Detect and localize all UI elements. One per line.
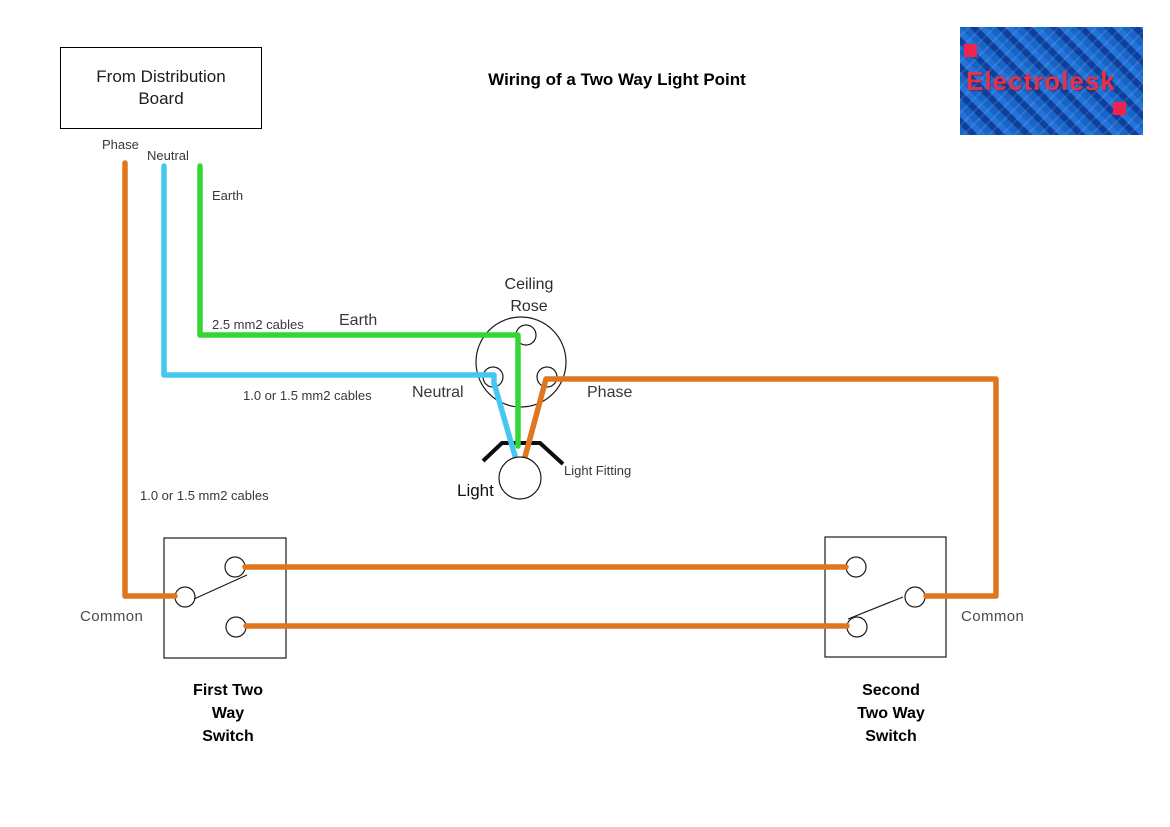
first-switch-lever — [193, 574, 248, 600]
second-switch-bottom-terminal — [846, 616, 868, 638]
first-switch-common-terminal — [174, 586, 196, 608]
logo-brand-text: Electrolesk — [966, 66, 1116, 96]
phase-wire-board-to-first-switch — [122, 160, 178, 599]
first-switch-caption: First Two Way Switch — [193, 679, 263, 748]
supply-phase-label: Phase — [102, 137, 139, 152]
first-switch-caption-line1: First Two — [193, 682, 263, 699]
second-switch-caption-line1: Second — [862, 682, 920, 699]
ceiling-rose-label-line1: Ceiling — [504, 276, 554, 293]
second-switch-common-label: Common — [961, 608, 1025, 625]
light-bulb-circle — [498, 456, 542, 500]
second-switch-caption-line2: Two Way — [857, 705, 925, 722]
distribution-board-box: From Distribution Board — [60, 47, 262, 129]
ceiling-rose-circle — [475, 316, 567, 408]
light-fitting-label: Light Fitting — [564, 463, 632, 478]
light-label: Light — [457, 481, 494, 500]
phase-wire-light-to-second-switch — [522, 376, 999, 599]
electrolesk-logo: Electrolesk — [960, 27, 1143, 135]
first-switch-bottom-terminal — [225, 616, 247, 638]
diagram-title: Wiring of a Two Way Light Point — [488, 70, 746, 89]
ceiling-rose-label: Ceiling Rose — [505, 274, 554, 318]
supply-earth-label: Earth — [212, 188, 244, 203]
earth-cable-size-label: 2.5 mm2 cables — [212, 317, 304, 332]
rose-phase-label: Phase — [587, 384, 633, 401]
neutral-cable-size-label: 1.0 or 1.5 mm2 cables — [243, 388, 372, 403]
ceiling-rose-label-line2: Rose — [510, 298, 548, 315]
switch-cable-size-label: 1.0 or 1.5 mm2 cables — [140, 488, 269, 503]
rose-neutral-label: Neutral — [412, 384, 464, 401]
second-switch-lever — [847, 596, 904, 620]
first-switch-caption-line2: Way — [211, 705, 245, 722]
first-switch-top-terminal — [224, 556, 246, 578]
light-fitting-shape — [481, 441, 565, 466]
first-switch-common-label: Common — [80, 608, 144, 625]
logo-square-top-left — [964, 44, 977, 57]
distribution-board-label-line1: From Distribution — [96, 67, 226, 86]
second-switch-caption: Second Two Way Switch — [857, 679, 925, 748]
second-switch-common-terminal — [904, 586, 926, 608]
supply-neutral-label: Neutral — [147, 148, 189, 163]
rose-earth-label: Earth — [339, 312, 378, 329]
logo-square-bottom-right — [1113, 102, 1126, 115]
second-switch-top-terminal — [845, 556, 867, 578]
first-switch-caption-line3: Switch — [202, 728, 254, 745]
distribution-board-label-line2: Board — [138, 89, 184, 108]
neutral-wire-board-to-light — [161, 163, 518, 459]
earth-wire-board-to-light — [197, 163, 521, 449]
second-switch-caption-line3: Switch — [865, 728, 917, 745]
